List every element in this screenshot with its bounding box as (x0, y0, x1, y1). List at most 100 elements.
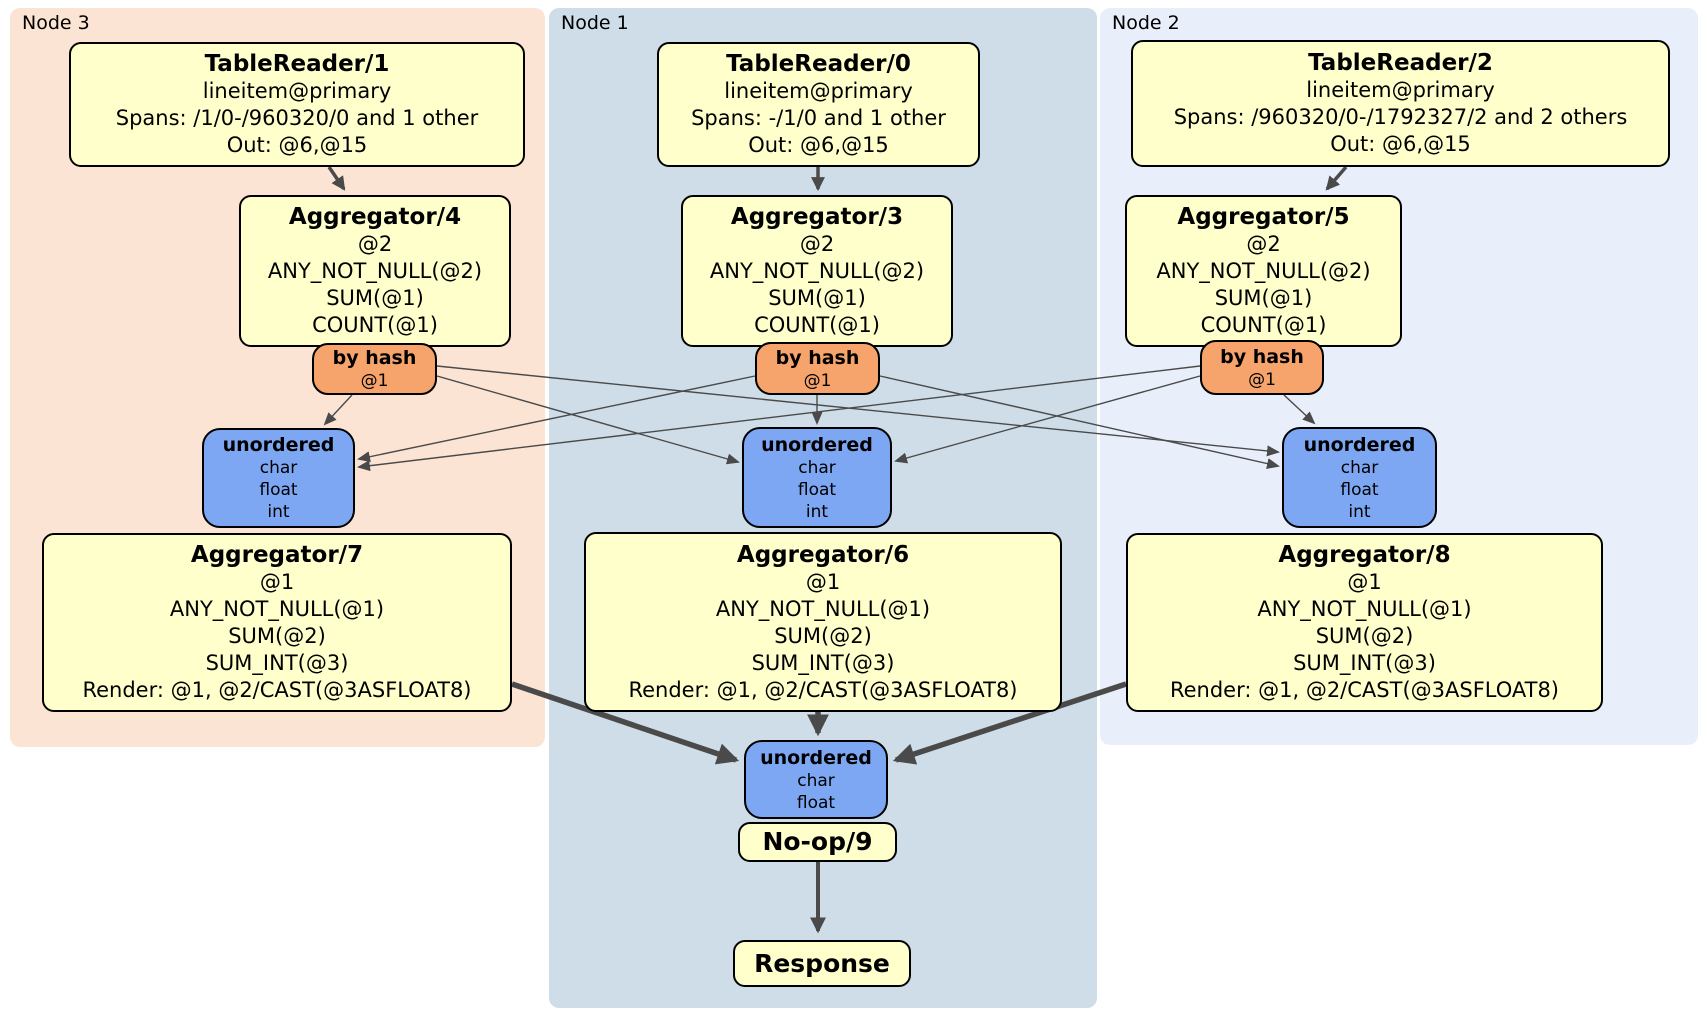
stream-type: int (805, 501, 829, 522)
node1-tablereader-out: Out: @6,@15 (748, 133, 889, 157)
aggregator-func: ANY_NOT_NULL(@2) (709, 259, 925, 283)
aggregator-func: SUM(@1) (1214, 286, 1313, 310)
byhash-key: @1 (360, 371, 389, 391)
node3-aggregator-top-title: Aggregator/4 (288, 204, 462, 230)
node3-tablereader-box: TableReader/1 lineitem@primary Spans: /1… (69, 42, 525, 167)
noop-title: No-op/9 (762, 827, 873, 856)
node1-aggregator-bottom-title: Aggregator/6 (736, 541, 910, 568)
edge-aggregator7-sink-stream (511, 681, 740, 765)
aggregator-func: ANY_NOT_NULL(@1) (715, 596, 931, 621)
stream-type: float (797, 479, 837, 500)
stream-type: char (798, 457, 836, 478)
byhash-key: @1 (1248, 369, 1276, 390)
aggregator-func: SUM_INT(@3) (751, 650, 895, 675)
edge-tablereader1-aggregator4 (327, 166, 346, 191)
aggregator-func: SUM(@1) (768, 286, 866, 310)
node1-tablereader-box: TableReader/0 lineitem@primary Spans: -/… (657, 42, 980, 167)
node3-byhash-router: by hash @1 (312, 343, 437, 395)
node1-unordered-stream: unordered char float int (742, 427, 892, 528)
aggregator-groupby: @1 (259, 570, 295, 594)
stream-type: char (797, 770, 835, 791)
node2-aggregator-top-title: Aggregator/5 (1177, 204, 1350, 230)
stream-type: int (1348, 501, 1371, 522)
noop-box: No-op/9 (738, 822, 897, 862)
stream-type: char (1340, 457, 1379, 478)
stream-type: float (259, 480, 298, 500)
node3-tablereader-out: Out: @6,@15 (226, 133, 368, 157)
node1-aggregator-top-box: Aggregator/3 @2 ANY_NOT_NULL(@2) SUM(@1)… (681, 195, 953, 347)
node2-tablereader-index: lineitem@primary (1306, 78, 1495, 102)
node2-label: Node 2 (1112, 12, 1180, 34)
aggregator-func: COUNT(@1) (1200, 313, 1327, 337)
response-title: Response (754, 948, 890, 978)
stream-title: unordered (1303, 433, 1416, 456)
node2-tablereader-title: TableReader/2 (1308, 50, 1493, 76)
node2-aggregator-bottom-title: Aggregator/8 (1278, 542, 1451, 568)
edge-byhash-node2-stream-node2 (1283, 394, 1316, 425)
aggregator-func: ANY_NOT_NULL(@1) (1257, 597, 1472, 621)
node3-aggregator-top-box: Aggregator/4 @2 ANY_NOT_NULL(@2) SUM(@1)… (239, 195, 511, 347)
edge-byhash-node3-stream-node3 (323, 394, 353, 426)
aggregator-render: Render: @1, @2/CAST(@3ASFLOAT8) (82, 678, 472, 702)
node2-tablereader-spans: Spans: /960320/0-/1792327/2 and 2 others (1173, 105, 1628, 129)
aggregator-groupby: @2 (357, 232, 393, 256)
edge-byhash-node1-stream-node2 (879, 375, 1280, 469)
edge-tablereader2-aggregator5 (1325, 165, 1348, 191)
node3-aggregator-bottom-title: Aggregator/7 (190, 542, 364, 568)
node1-aggregator-top-title: Aggregator/3 (730, 204, 904, 230)
edge-byhash-node3-stream-node2 (436, 365, 1280, 457)
sink-unordered-stream: unordered char float (744, 740, 888, 819)
aggregator-render: Render: @1, @2/CAST(@3ASFLOAT8) (628, 677, 1018, 702)
aggregator-render: Render: @1, @2/CAST(@3ASFLOAT8) (1169, 678, 1560, 702)
stream-title: unordered (761, 433, 873, 456)
node1-byhash-router: by hash @1 (755, 342, 880, 395)
node2-aggregator-bottom-box: Aggregator/8 @1 ANY_NOT_NULL(@1) SUM(@2)… (1126, 533, 1603, 712)
aggregator-func: SUM_INT(@3) (205, 651, 349, 675)
node3-aggregator-bottom-box: Aggregator/7 @1 ANY_NOT_NULL(@1) SUM(@2)… (42, 533, 512, 712)
node2-aggregator-top-box: Aggregator/5 @2 ANY_NOT_NULL(@2) SUM(@1)… (1125, 195, 1402, 347)
aggregator-func: ANY_NOT_NULL(@2) (1156, 259, 1371, 283)
edge-byhash-node2-stream-node3 (357, 365, 1201, 472)
node3-label: Node 3 (22, 12, 90, 34)
aggregator-groupby: @2 (1246, 232, 1281, 256)
aggregator-func: COUNT(@1) (312, 313, 438, 337)
aggregator-func: ANY_NOT_NULL(@2) (267, 259, 483, 283)
aggregator-func: SUM_INT(@3) (1293, 651, 1436, 675)
byhash-title: by hash (775, 346, 860, 369)
node2-tablereader-out: Out: @6,@15 (1330, 132, 1471, 156)
aggregator-func: SUM(@2) (774, 623, 872, 648)
aggregator-func: SUM(@2) (1315, 624, 1414, 648)
edge-byhash-node1-stream-node3 (357, 375, 756, 463)
aggregator-groupby: @1 (805, 569, 841, 594)
aggregator-groupby: @2 (799, 232, 835, 256)
aggregator-func: SUM(@1) (326, 286, 424, 310)
node2-tablereader-box: TableReader/2 lineitem@primary Spans: /9… (1131, 40, 1670, 167)
node1-tablereader-index: lineitem@primary (724, 79, 913, 103)
node2-byhash-router: by hash @1 (1200, 340, 1324, 395)
node2-unordered-stream: unordered char float int (1282, 427, 1437, 528)
node1-aggregator-bottom-box: Aggregator/6 @1 ANY_NOT_NULL(@1) SUM(@2)… (584, 532, 1062, 712)
aggregator-groupby: @1 (1347, 570, 1382, 594)
stream-type: int (267, 502, 290, 522)
response-box: Response (733, 940, 911, 987)
node1-label: Node 1 (561, 12, 629, 34)
edge-byhash-node3-stream-node1 (436, 375, 740, 465)
node1-tablereader-spans: Spans: -/1/0 and 1 other (691, 106, 946, 130)
stream-title: unordered (222, 434, 335, 456)
node3-tablereader-index: lineitem@primary (202, 79, 392, 103)
aggregator-func: ANY_NOT_NULL(@1) (169, 597, 385, 621)
byhash-title: by hash (1220, 345, 1304, 368)
stream-type: float (1340, 479, 1379, 500)
byhash-key: @1 (803, 370, 832, 391)
byhash-title: by hash (332, 347, 417, 369)
aggregator-func: COUNT(@1) (754, 313, 880, 337)
edge-byhash-node2-stream-node1 (894, 375, 1201, 464)
node1-tablereader-title: TableReader/0 (726, 51, 911, 77)
aggregator-func: SUM(@2) (228, 624, 326, 648)
stream-type: char (259, 458, 298, 478)
stream-title: unordered (760, 746, 872, 769)
node3-tablereader-title: TableReader/1 (204, 51, 390, 77)
node3-unordered-stream: unordered char float int (202, 428, 355, 528)
